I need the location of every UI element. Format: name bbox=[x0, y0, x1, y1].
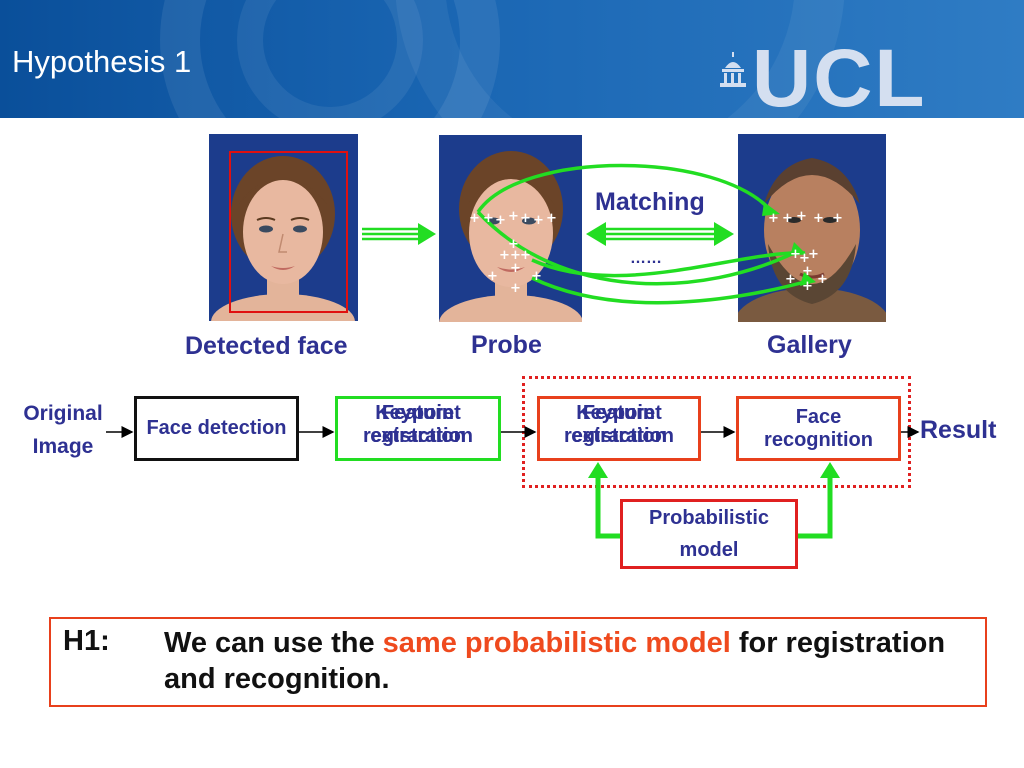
detected-face-photo bbox=[209, 134, 358, 321]
hypothesis-box: H1: We can use the same probabilistic mo… bbox=[49, 617, 987, 707]
hypothesis-statement: We can use the same probabilistic model … bbox=[164, 625, 964, 697]
ucl-logo-text: UCL bbox=[752, 33, 927, 119]
ellipsis-label: …… bbox=[630, 250, 662, 267]
result-label: Result bbox=[920, 416, 997, 444]
feature-extraction-text-1: Feature extraction bbox=[370, 402, 466, 447]
header-swirl-decoration bbox=[160, 0, 845, 118]
hypothesis-number: H1: bbox=[63, 625, 110, 657]
matching-label: Matching bbox=[595, 188, 705, 216]
keypoint-registration-text-1: Keypoint registration bbox=[362, 402, 474, 447]
female-face-illustration bbox=[211, 156, 355, 321]
green-double-arrow-probe-gallery bbox=[586, 222, 734, 246]
probabilistic-model-box: Probabilistic model bbox=[620, 499, 798, 569]
gallery-label: Gallery bbox=[767, 331, 852, 359]
male-face-illustration bbox=[738, 158, 886, 322]
slide-header: Hypothesis 1 UCL bbox=[0, 0, 1024, 118]
feature-extraction-text-2: Feature extraction bbox=[571, 402, 667, 447]
ucl-logo: UCL bbox=[716, 38, 976, 118]
gallery-face-photo bbox=[738, 134, 886, 322]
face-recognition-box: Face recognition bbox=[736, 396, 901, 461]
registration-box-green: Feature extraction Keypoint registration bbox=[335, 396, 501, 461]
page-title: Hypothesis 1 bbox=[12, 44, 192, 79]
probe-face-photo bbox=[439, 135, 582, 322]
detected-face-label: Detected face bbox=[185, 332, 348, 360]
probe-face-illustration bbox=[439, 151, 582, 322]
registration-box-orange: Feature extraction Keypoint registration bbox=[537, 396, 701, 461]
hypothesis-highlight: same probabilistic model bbox=[382, 627, 731, 659]
green-arrow-detected-to-probe bbox=[362, 223, 436, 245]
keypoint-registration-text-2: Keypoint registration bbox=[563, 402, 675, 447]
hypothesis-text-before: We can use the bbox=[164, 627, 383, 659]
portico-dome-icon bbox=[720, 52, 746, 87]
hypothesis-text-after: for registration and recognition. bbox=[164, 627, 946, 695]
detection-bounding-box bbox=[229, 151, 348, 313]
probe-label: Probe bbox=[471, 331, 542, 359]
face-detection-box: Face detection bbox=[134, 396, 299, 461]
original-image-label: Original Image bbox=[23, 402, 103, 458]
